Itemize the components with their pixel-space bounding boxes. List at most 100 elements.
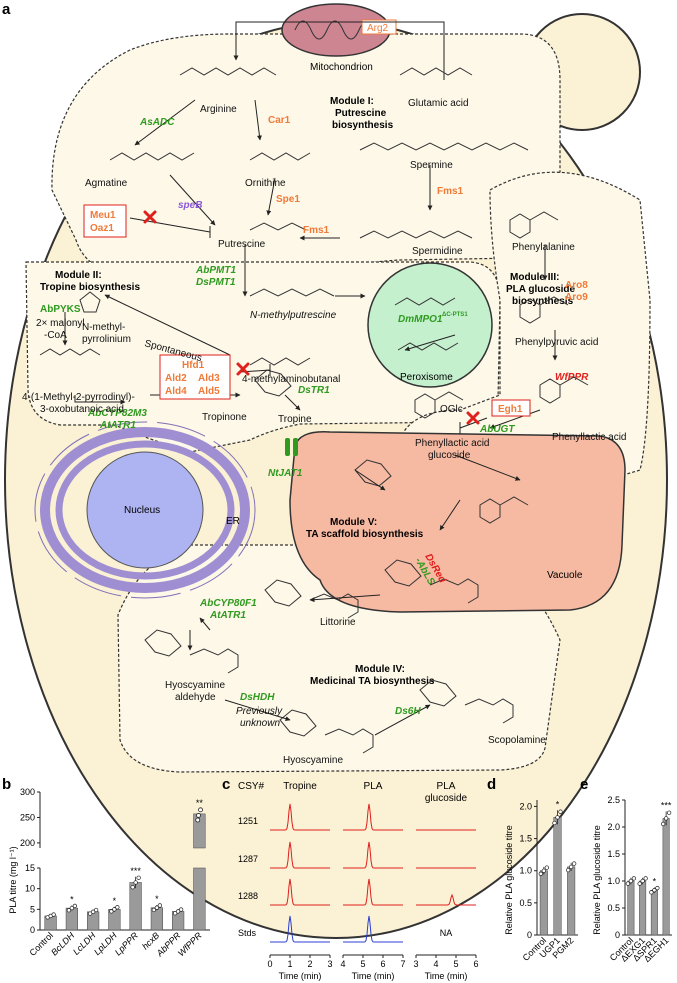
vacuole-label: Vacuole xyxy=(547,570,583,581)
e-bar xyxy=(651,890,657,935)
c-tick-label: 5 xyxy=(360,959,365,969)
svg-text:Phenylalanine: Phenylalanine xyxy=(512,242,575,253)
svg-text:TA scaffold biosynthesis: TA scaffold biosynthesis xyxy=(306,529,424,540)
e-tick-label: 0.5 xyxy=(607,903,620,913)
c-row-label: 1251 xyxy=(238,816,258,826)
b-category-label: BcLDH xyxy=(49,930,77,958)
e-bar xyxy=(663,818,669,935)
svg-text:Module II:: Module II: xyxy=(55,270,102,281)
b-category-label: LpPPR xyxy=(113,930,141,958)
panel-c-col-0: Tropine xyxy=(283,781,317,792)
svg-text:Spermine: Spermine xyxy=(410,160,453,171)
enzyme-dstr1: DsTR1 xyxy=(298,385,330,396)
svg-text:Phenylpyruvic acid: Phenylpyruvic acid xyxy=(515,337,598,348)
b-data-point xyxy=(158,904,162,908)
e-data-point xyxy=(641,879,645,883)
svg-text:Ornithine: Ornithine xyxy=(245,178,286,189)
svg-text:Littorine: Littorine xyxy=(320,617,356,628)
e-significance: *** xyxy=(661,800,672,810)
svg-text:glucoside: glucoside xyxy=(428,450,471,461)
panel-label-c: c xyxy=(222,776,230,793)
enzyme-ald4: Ald4 xyxy=(165,386,187,397)
enzyme-atatr1-a: AtATR1 xyxy=(99,420,136,431)
enzyme-ald5: Ald5 xyxy=(198,386,220,397)
b-data-point xyxy=(116,905,120,909)
b-tick-label: 15 xyxy=(25,863,35,873)
c-tick-label: 2 xyxy=(307,959,312,969)
panel-e-ylabel: Relative PLA glucoside titre xyxy=(592,825,602,935)
svg-text:Previously: Previously xyxy=(236,706,283,717)
enzyme-fms1-b: Fms1 xyxy=(303,225,330,236)
er-label: ER xyxy=(226,516,240,527)
d-tick-label: 0.5 xyxy=(519,898,532,908)
svg-text:Module III:: Module III: xyxy=(510,272,559,283)
enzyme-ald3: Ald3 xyxy=(198,373,220,384)
e-tick-label: 2.0 xyxy=(607,822,620,832)
module-1-region xyxy=(52,34,560,272)
b-category-label: WfPPR xyxy=(176,930,204,958)
panel-c-xlabel-0: Time (min) xyxy=(279,971,322,981)
panel-label-b: b xyxy=(2,776,11,793)
e-tick-label: 2.5 xyxy=(607,795,620,805)
svg-text:N-methyl-: N-methyl- xyxy=(82,322,125,333)
e-data-point xyxy=(638,882,642,886)
enzyme-car1: Car1 xyxy=(268,115,291,126)
panel-c-col-2b: glucoside xyxy=(425,793,468,804)
nucleus-label: Nucleus xyxy=(124,505,160,516)
nucleus: Nucleus xyxy=(87,452,203,568)
e-data-point xyxy=(664,817,668,821)
enzyme-ds6h: Ds6H xyxy=(395,706,421,717)
svg-text:Scopolamine: Scopolamine xyxy=(488,735,546,746)
b-data-point xyxy=(52,913,56,917)
b-tick-label: 10 xyxy=(25,884,35,894)
e-tick-label: 0 xyxy=(615,930,620,940)
svg-text:Tropine biosynthesis: Tropine biosynthesis xyxy=(40,282,140,293)
panel-label-d: d xyxy=(487,776,496,793)
c-tick-label: 3 xyxy=(327,959,332,969)
d-data-point xyxy=(572,862,576,866)
b-significance: * xyxy=(113,896,117,906)
d-data-point xyxy=(542,869,546,873)
svg-text:OGlc: OGlc xyxy=(440,404,463,415)
b-tick-label: 5 xyxy=(30,904,35,914)
enzyme-asadc: AsADC xyxy=(139,117,175,128)
c-row-label: 1288 xyxy=(238,891,258,901)
enzyme-abpmt1: AbPMT1 xyxy=(195,265,236,276)
enzyme-speb: speB xyxy=(178,200,202,211)
e-significance: * xyxy=(653,876,657,886)
d-significance: * xyxy=(556,799,560,809)
b-data-point xyxy=(94,908,98,912)
enzyme-spe1: Spe1 xyxy=(276,194,300,205)
e-data-point xyxy=(626,882,630,886)
e-data-point xyxy=(661,822,665,826)
e-data-point xyxy=(632,877,636,881)
d-bar xyxy=(554,817,562,935)
enzyme-dmmpo1: DmMPO1 xyxy=(398,314,443,325)
svg-text:Phenyllactic acid: Phenyllactic acid xyxy=(552,432,626,443)
panel-c-col-2a: PLA xyxy=(437,781,456,792)
e-tick-label: 1.0 xyxy=(607,876,620,886)
e-bar xyxy=(628,881,634,935)
svg-text:2× malonyl: 2× malonyl xyxy=(36,318,85,329)
c-tick-label: 3 xyxy=(413,959,418,969)
svg-text:4-(1-Methyl-2-pyrrodinyl)-: 4-(1-Methyl-2-pyrrodinyl)- xyxy=(22,392,135,403)
enzyme-abugt: AbUGT xyxy=(479,424,515,435)
svg-text:Module V:: Module V: xyxy=(330,517,377,528)
enzyme-aro9: Aro9 xyxy=(565,292,588,303)
peroxisome-label: Peroxisome xyxy=(400,372,453,383)
enzyme-arg2: Arg2 xyxy=(367,23,389,34)
svg-text:N-methylputrescine: N-methylputrescine xyxy=(250,310,337,321)
svg-text:Glutamic acid: Glutamic acid xyxy=(408,98,469,109)
c-tick-label: 6 xyxy=(380,959,385,969)
b-data-point xyxy=(134,881,138,885)
b-data-point xyxy=(197,813,201,817)
svg-text:Hyoscyamine: Hyoscyamine xyxy=(165,680,225,691)
e-data-point xyxy=(644,877,648,881)
svg-text:Agmatine: Agmatine xyxy=(85,178,128,189)
b-data-point xyxy=(179,908,183,912)
panel-c-csy-label: CSY# xyxy=(238,781,265,792)
peroxisome: Peroxisome xyxy=(368,263,492,387)
c-tick-label: 7 xyxy=(400,959,405,969)
b-significance: * xyxy=(70,894,74,904)
